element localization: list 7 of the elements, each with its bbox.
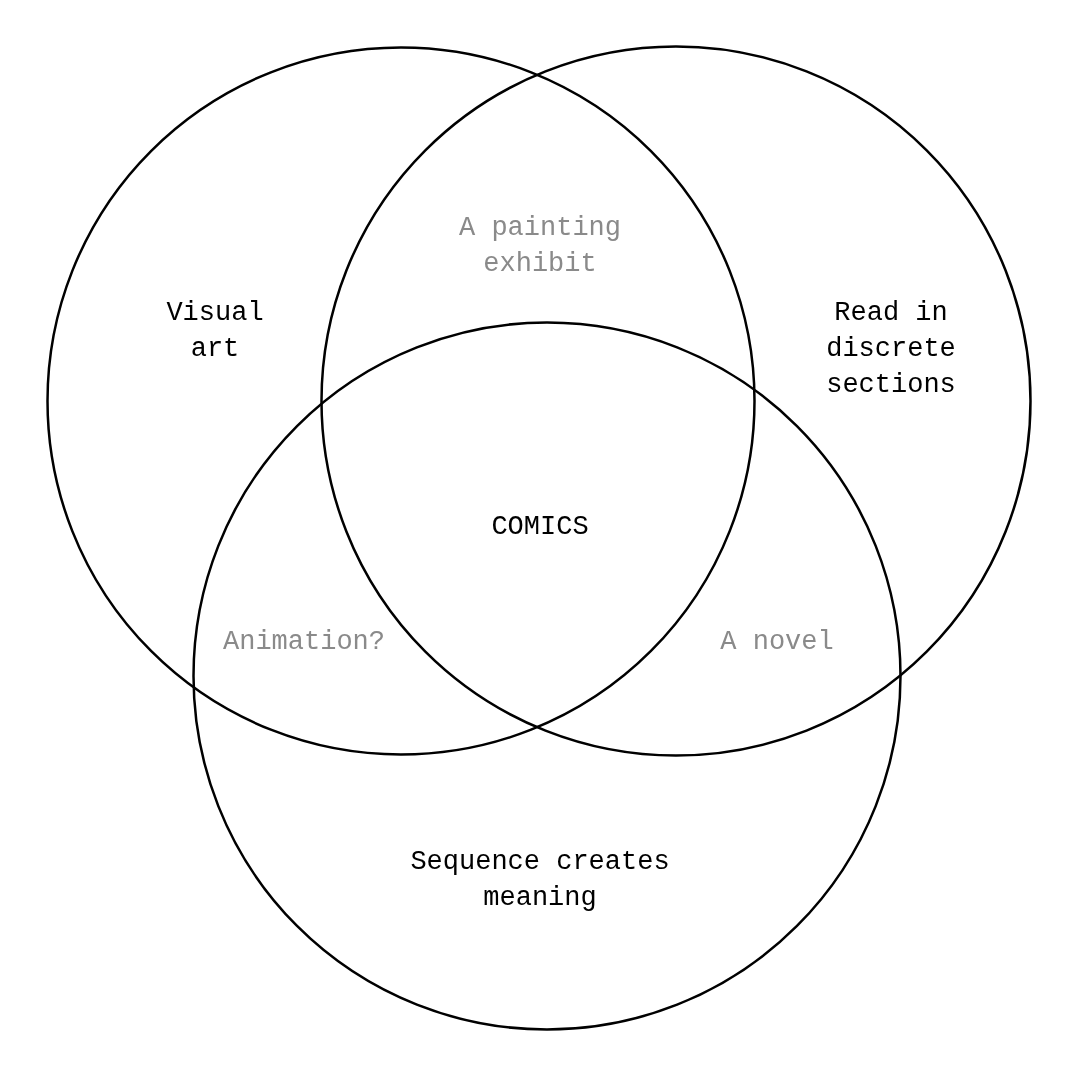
set-label: Read in discrete sections: [825, 297, 957, 402]
intersection-label: A painting exhibit: [458, 212, 622, 281]
center-label: COMICS: [490, 511, 590, 544]
set-label: Visual art: [165, 297, 265, 366]
set-label: Sequence creates meaning: [409, 846, 671, 915]
intersection-label: Animation?: [222, 626, 386, 659]
intersection-label: A novel: [719, 626, 835, 659]
